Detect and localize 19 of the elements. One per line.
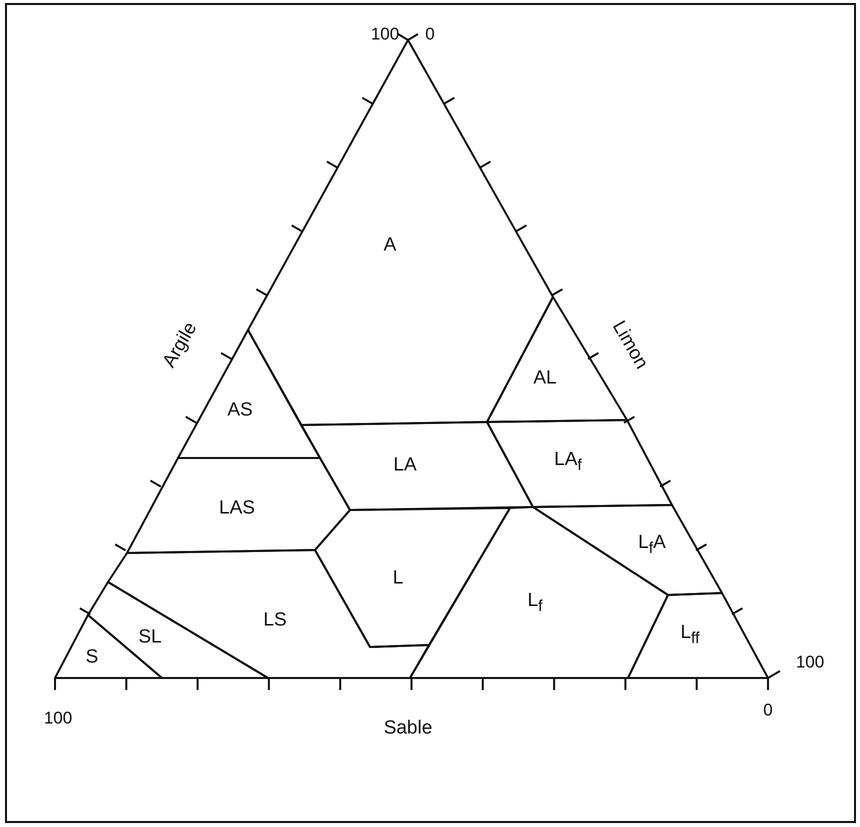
scale-label: 100 (370, 26, 400, 42)
region-label: AL (533, 368, 557, 388)
axis-title: Sable (384, 718, 432, 738)
scale-label: 0 (763, 702, 773, 718)
region-label: LA$_{f}$ (554, 450, 582, 474)
region-label: L (392, 568, 404, 588)
region-label: LAS (219, 498, 255, 518)
region-label: S (86, 648, 98, 666)
region-label: LS (263, 610, 287, 630)
region-label: A (384, 236, 396, 254)
region-label: L$_{f}$ (528, 591, 542, 615)
region-label: AS (227, 400, 253, 420)
scale-label: 100 (44, 710, 72, 726)
region-label: L$_{ff}$ (680, 623, 700, 647)
region-label: SL (138, 628, 162, 646)
region-label: LA (393, 456, 417, 474)
scale-label: 0 (425, 26, 435, 42)
region-label: L$_{f}$A (638, 533, 666, 557)
scale-label: 100 (796, 654, 824, 670)
